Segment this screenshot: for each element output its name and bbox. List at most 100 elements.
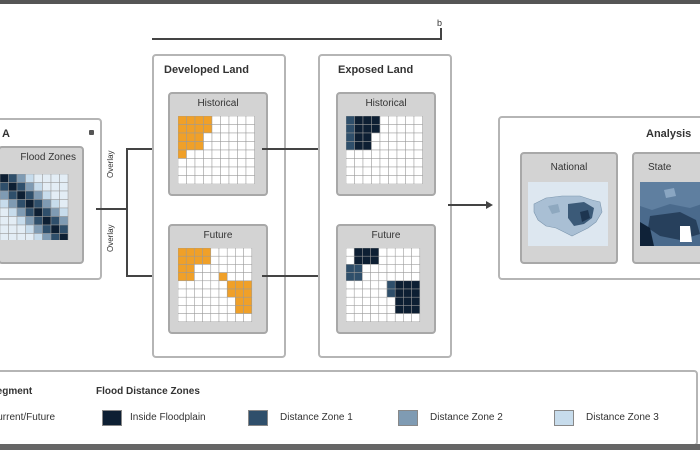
grid-cell (370, 248, 380, 257)
grid-cell (211, 166, 221, 176)
grid-cell (243, 255, 253, 265)
grid-cell (396, 132, 406, 142)
grid-cell (396, 124, 406, 134)
grid-cell (42, 190, 52, 200)
grid-cell (16, 207, 26, 217)
grid-cell (411, 255, 421, 265)
grid-cell (362, 248, 371, 257)
grid-cell (25, 199, 35, 209)
flood-zones-card-title: Flood Zones (20, 152, 76, 163)
grid-cell (370, 296, 380, 306)
state-map (640, 182, 700, 246)
grid-cell (185, 264, 195, 273)
input-panel-title: A (2, 128, 10, 140)
grid-cell (194, 280, 203, 290)
grid-cell (211, 141, 221, 151)
legend-segment-item: Current/Future (0, 412, 56, 423)
grid-cell (411, 288, 421, 298)
legend-label-inside-floodplain: Inside Floodplain (130, 412, 206, 423)
developed-land-title: Developed Land (164, 64, 249, 76)
grid-cell (237, 116, 247, 125)
grid-cell (354, 158, 364, 168)
developed-historical-grid (178, 116, 255, 184)
flood-zones-grid (0, 174, 69, 240)
grid-cell (245, 116, 255, 125)
grid-cell (386, 288, 396, 298)
grid-cell (50, 190, 60, 200)
grid-cell (194, 116, 204, 125)
grid-cell (185, 305, 195, 314)
grid-cell (25, 224, 35, 234)
grid-cell (346, 296, 355, 306)
grid-cell (178, 175, 187, 184)
grid-cell (8, 233, 18, 240)
grid-cell (203, 166, 213, 176)
overlay-label-top: Overlay (106, 150, 115, 178)
grid-cell (33, 199, 43, 209)
grid-cell (403, 280, 412, 290)
grid-cell (33, 174, 43, 183)
grid-cell (379, 141, 389, 151)
grid-cell (211, 132, 221, 142)
grid-cell (202, 272, 212, 282)
grid-cell (16, 199, 26, 209)
grid-cell (202, 280, 212, 290)
grid-cell (413, 141, 423, 151)
grid-cell (194, 264, 203, 273)
connector-split (126, 148, 128, 276)
connector-dev-exp-future (262, 275, 330, 277)
grid-cell (370, 255, 380, 265)
grid-cell (362, 296, 371, 306)
grid-cell (185, 255, 195, 265)
grid-cell (346, 149, 355, 159)
grid-cell (235, 264, 244, 273)
grid-cell (371, 116, 381, 125)
grid-cell (388, 141, 398, 151)
grid-cell (210, 264, 220, 273)
grid-cell (386, 313, 396, 322)
grid-cell (194, 305, 203, 314)
grid-cell (226, 313, 236, 322)
grid-cell (353, 288, 363, 298)
grid-cell (235, 313, 244, 322)
grid-cell (194, 141, 204, 151)
grid-cell (243, 313, 253, 322)
grid-cell (194, 255, 203, 265)
grid-cell (185, 248, 195, 257)
grid-cell (370, 272, 380, 282)
grid-cell (346, 264, 355, 273)
grid-cell (396, 141, 406, 151)
grid-cell (243, 305, 253, 314)
grid-cell (362, 175, 372, 184)
grid-cell (203, 124, 213, 134)
developed-land-panel: Developed Land Historical Future (152, 54, 286, 358)
grid-cell (235, 272, 244, 282)
grid-cell (59, 233, 69, 240)
grid-cell (59, 174, 69, 183)
grid-cell (237, 158, 247, 168)
grid-cell (33, 207, 43, 217)
grid-cell (394, 255, 404, 265)
grid-cell (220, 124, 230, 134)
grid-cell (371, 124, 381, 134)
grid-cell (220, 149, 230, 159)
grid-cell (218, 305, 228, 314)
grid-cell (411, 313, 421, 322)
grid-cell (42, 182, 52, 192)
exposed-future-card: Future (336, 224, 436, 334)
grid-cell (353, 248, 363, 257)
grid-cell (178, 141, 187, 151)
grid-cell (25, 233, 35, 240)
grid-cell (220, 158, 230, 168)
grid-cell (237, 175, 247, 184)
grid-cell (50, 207, 60, 217)
grid-cell (186, 132, 196, 142)
grid-cell (220, 132, 230, 142)
grid-cell (413, 158, 423, 168)
grid-cell (50, 224, 60, 234)
grid-cell (178, 116, 187, 125)
grid-cell (235, 248, 244, 257)
grid-cell (245, 132, 255, 142)
grid-cell (33, 233, 43, 240)
grid-cell (378, 296, 388, 306)
